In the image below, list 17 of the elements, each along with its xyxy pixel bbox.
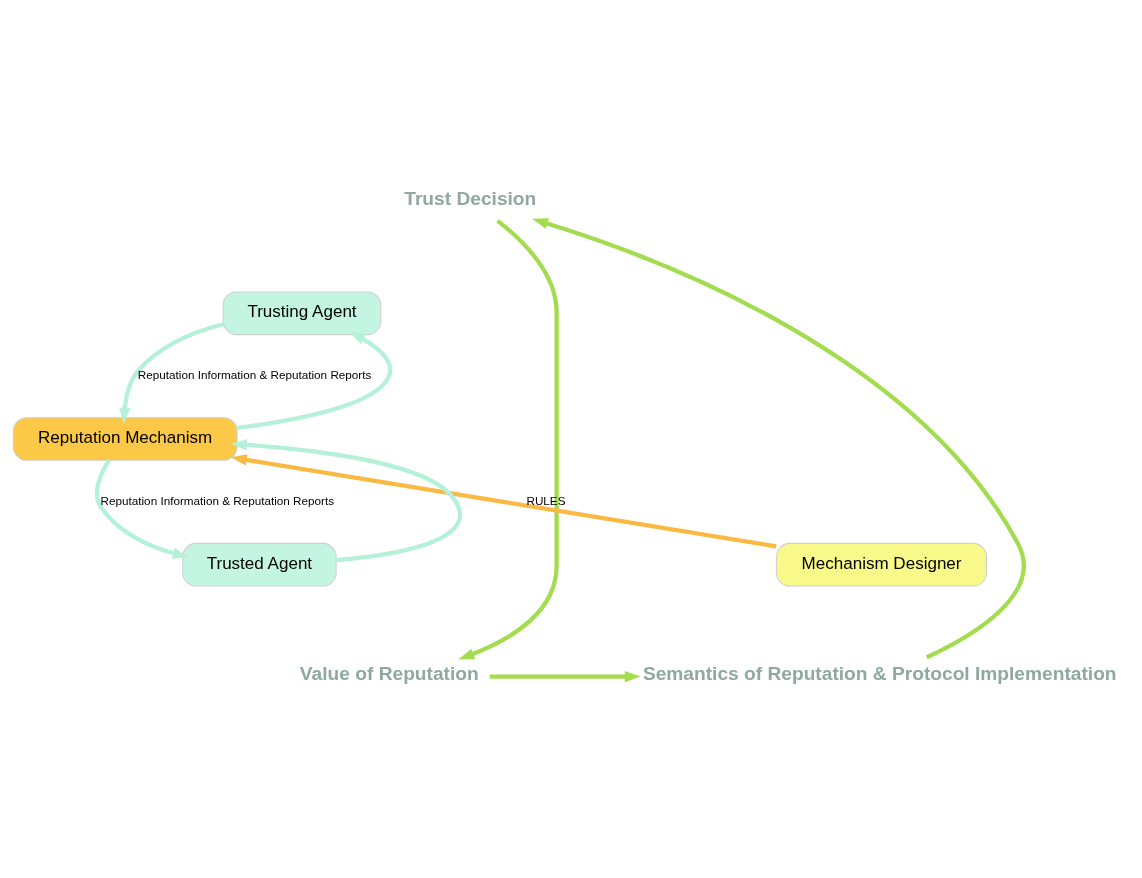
arrow [119, 322, 224, 424]
node-text: Semantics of Reputation & Protocol Implementation [642, 663, 1117, 685]
edge-label: Reputation Information & Reputation Reports [100, 493, 335, 507]
node-box: Reputation Mechanism [12, 417, 238, 461]
node-box: Trusted Agent [182, 542, 337, 587]
edge-label: Reputation Information & Reputation Reports [137, 368, 372, 382]
node-text: Trust Decision [404, 188, 537, 210]
arrow [230, 454, 777, 549]
node-box: Trusting Agent [222, 291, 382, 336]
node-box: Mechanism Designer [776, 542, 987, 587]
node-text: Value of Reputation [299, 663, 479, 685]
arrow [94, 459, 189, 559]
arrow [237, 331, 393, 431]
arrow [489, 670, 641, 683]
arrow [532, 218, 1026, 660]
arrow [230, 439, 462, 563]
arrow [458, 219, 559, 660]
